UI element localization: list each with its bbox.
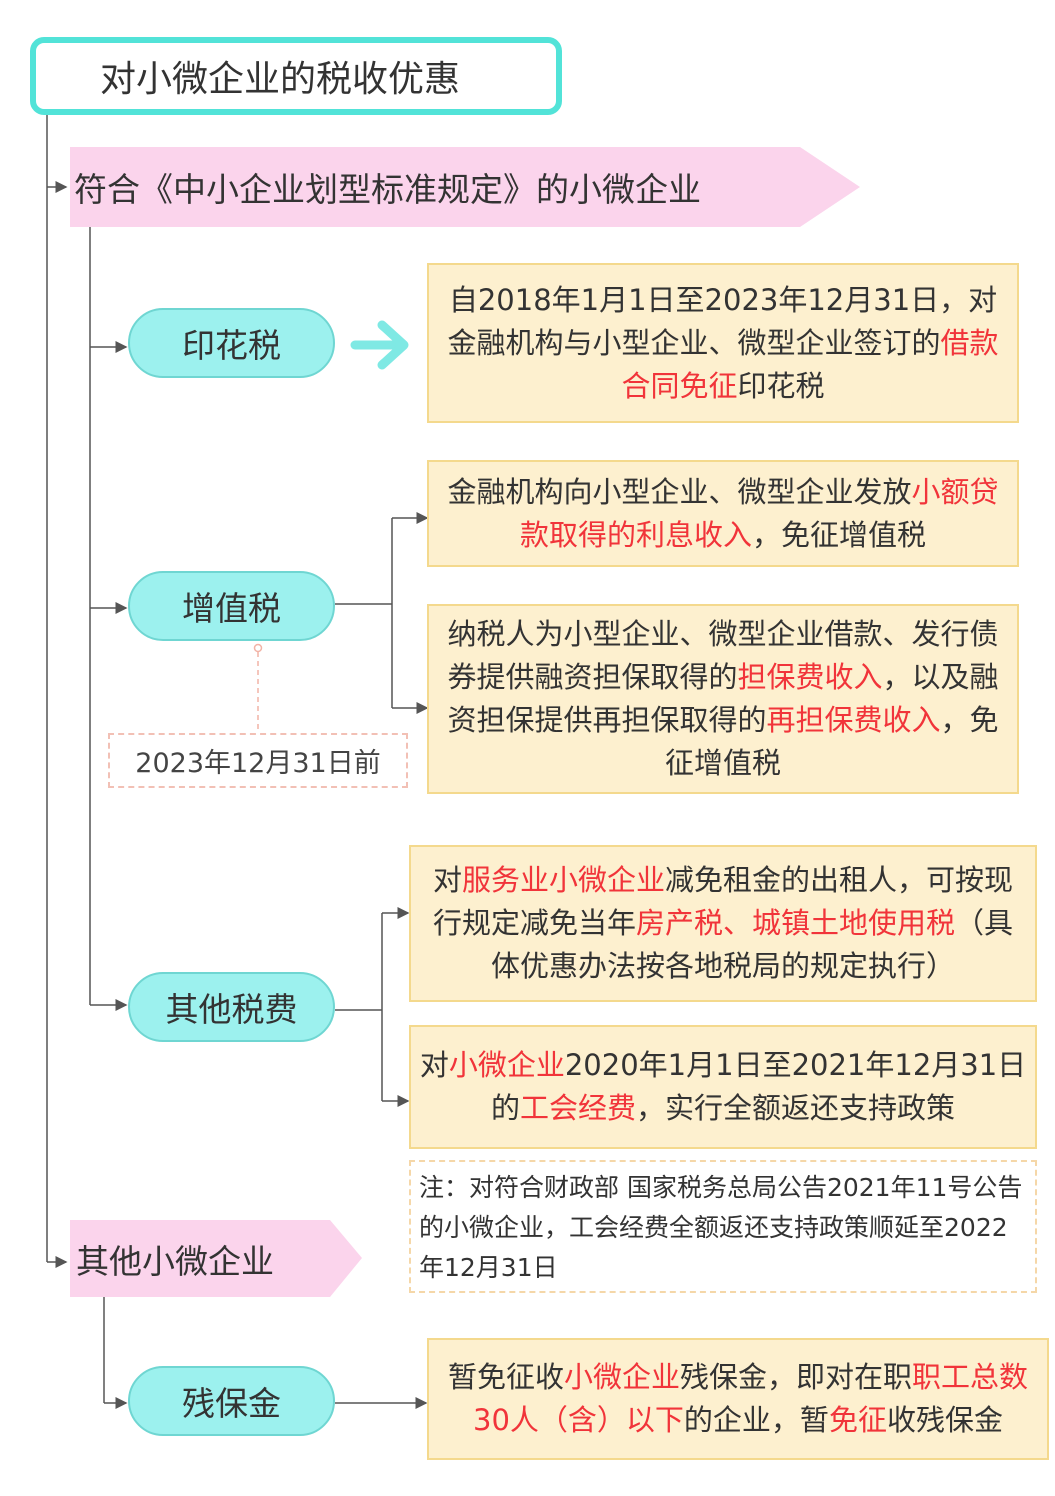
card-highlight: 免征 [828, 1403, 887, 1437]
other-taxes-card-1-text: 对服务业小微企业减免租金的出租人，可按现行规定减免当年房产税、城镇土地使用税（具… [419, 859, 1027, 988]
card-text: ，以及融资担保提供再担保取得的 [447, 660, 999, 737]
disability-fund-card-text: 暂免征收小微企业残保金，即对在职职工总数30人（含）以下的企业，暂免征收残保金 [437, 1356, 1039, 1442]
card-highlight: 担保费收入 [737, 660, 883, 694]
category-1-label: 符合《中小企业划型标准规定》的小微企业 [74, 170, 701, 209]
disability-fund-node: 残保金 [128, 1366, 335, 1436]
card-text: 2020年1月1日至2021年12月31日的 [490, 1048, 1027, 1125]
vat-label: 增值税 [182, 589, 281, 628]
card-text: ，免征增值税 [664, 703, 999, 780]
card-text: 暂免征收 [447, 1360, 564, 1394]
card-text: （具体优惠办法按各地税局的规定执行） [490, 906, 1014, 983]
other-taxes-card-2: 对小微企业2020年1月1日至2021年12月31日的工会经费，实行全额返还支持… [409, 1025, 1037, 1149]
note-box: 注：对符合财政部 国家税务总局公告2021年11号公告的小微企业，工会经费全额返… [409, 1160, 1037, 1293]
card-highlight: 再担保费收入 [766, 703, 941, 737]
card-text: 印花税 [737, 368, 825, 403]
card-text: ，实行全额返还支持政策 [636, 1091, 956, 1125]
stamp-tax-card: 自2018年1月1日至2023年12月31日，对金融机构与小型企业、微型企业签订… [427, 263, 1019, 423]
card-text: 减免租金的出租人，可按现行规定减免当年 [432, 863, 1014, 940]
card-text: 对 [432, 863, 462, 897]
card-text: 金融机构向小型企业、微型企业发放 [447, 474, 912, 509]
other-taxes-node: 其他税费 [128, 972, 335, 1042]
card-highlight: 小微企业 [563, 1360, 680, 1394]
disability-fund-card: 暂免征收小微企业残保金，即对在职职工总数30人（含）以下的企业，暂免征收残保金 [427, 1338, 1049, 1460]
vat-node: 增值税 [128, 571, 335, 641]
card-highlight: 工会经费 [519, 1091, 636, 1125]
vat-deadline-text: 2023年12月31日前 [135, 748, 381, 779]
stamp-tax-label: 印花税 [182, 326, 281, 365]
page-title-text: 对小微企业的税收优惠 [100, 59, 461, 100]
category-1-banner [70, 147, 860, 227]
card-highlight: 借款合同免征 [621, 325, 999, 403]
card-highlight: 职工总数30人（含）以下 [473, 1360, 1029, 1437]
category-2-banner [70, 1220, 362, 1297]
right-arrow-icon [350, 320, 409, 370]
card-text: 的企业，暂 [683, 1403, 829, 1437]
other-taxes-card-2-text: 对小微企业2020年1月1日至2021年12月31日的工会经费，实行全额返还支持… [419, 1044, 1027, 1130]
note-text: 注：对符合财政部 国家税务总局公告2021年11号公告的小微企业，工会经费全额返… [419, 1173, 1023, 1282]
card-text: 自2018年1月1日至2023年12月31日，对金融机构与小型企业、微型企业签订… [447, 282, 998, 360]
vat-deadline-box: 2023年12月31日前 [108, 733, 408, 788]
card-text: 收残保金 [886, 1403, 1003, 1437]
vat-card-2-text: 纳税人为小型企业、微型企业借款、发行债券提供融资担保取得的担保费收入，以及融资担… [437, 613, 1009, 785]
stamp-tax-card-text: 自2018年1月1日至2023年12月31日，对金融机构与小型企业、微型企业签订… [437, 279, 1009, 408]
card-text: 残保金，即对在职 [680, 1360, 913, 1394]
card-text: 纳税人为小型企业、微型企业借款、发行债券提供融资担保取得的 [447, 617, 999, 694]
disability-fund-label: 残保金 [182, 1384, 281, 1423]
other-taxes-card-1: 对服务业小微企业减免租金的出租人，可按现行规定减免当年房产税、城镇土地使用税（具… [409, 845, 1037, 1002]
vat-card-2: 纳税人为小型企业、微型企业借款、发行债券提供融资担保取得的担保费收入，以及融资担… [427, 604, 1019, 794]
card-highlight: 小额贷款取得的利息收入 [519, 474, 999, 552]
card-text: ，免征增值税 [752, 517, 927, 552]
card-highlight: 房产税、城镇土地使用税 [635, 906, 955, 940]
vat-card-1-text: 金融机构向小型企业、微型企业发放小额贷款取得的利息收入，免征增值税 [437, 471, 1009, 557]
vat-card-1: 金融机构向小型企业、微型企业发放小额贷款取得的利息收入，免征增值税 [427, 460, 1019, 567]
card-text: 对 [419, 1048, 449, 1082]
page-title: 对小微企业的税收优惠 [30, 37, 562, 115]
card-highlight: 小微企业 [448, 1048, 565, 1082]
category-2-label: 其他小微企业 [76, 1241, 274, 1281]
stamp-tax-node: 印花税 [128, 308, 335, 378]
other-taxes-label: 其他税费 [165, 990, 298, 1029]
card-highlight: 服务业小微企业 [461, 863, 665, 897]
